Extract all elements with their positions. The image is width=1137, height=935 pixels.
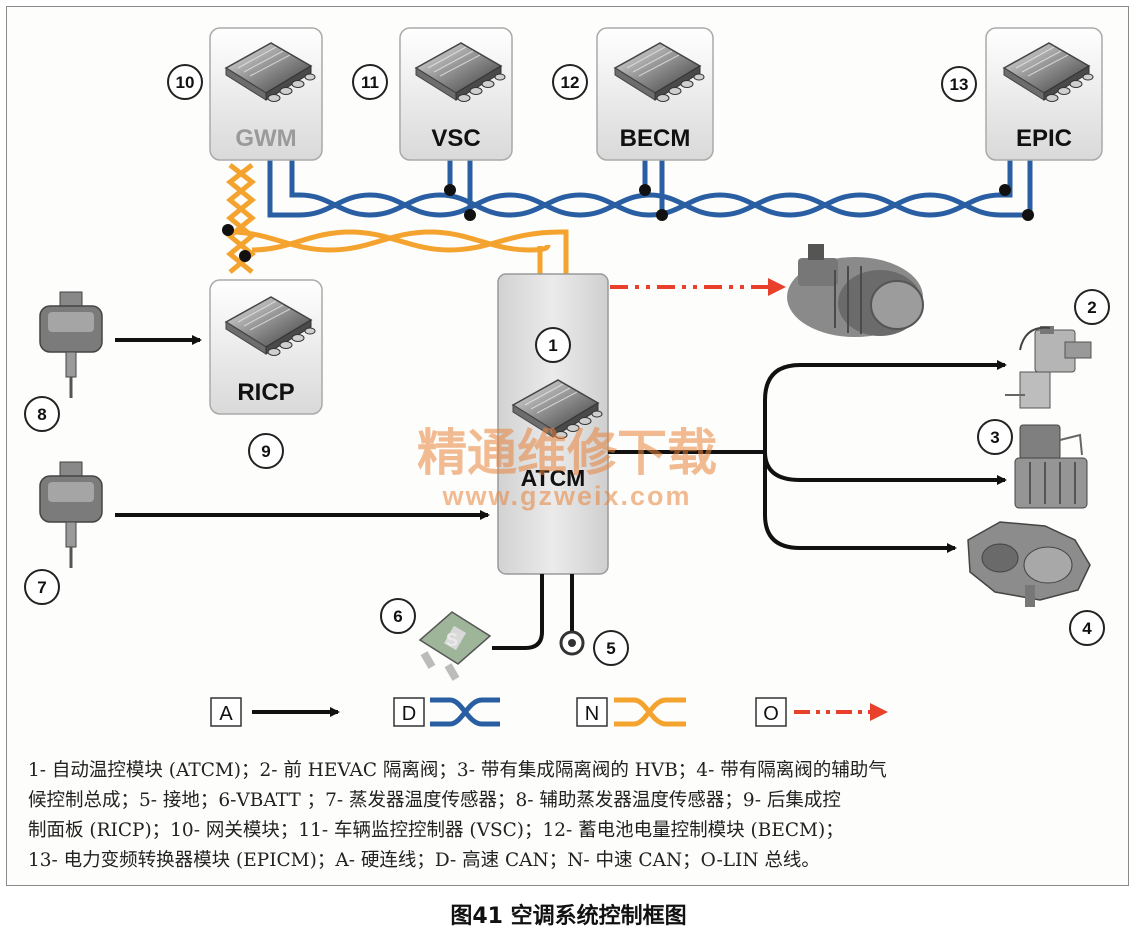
module-gwm: GWM — [209, 27, 323, 161]
module-becm-label: BECM — [620, 125, 691, 152]
module-ricp-label: RICP — [237, 379, 294, 406]
legend-line-1: 1- 自动温控模块 (ATCM)；2- 前 HEVAC 隔离阀；3- 带有集成隔… — [28, 760, 887, 781]
watermark-url: www.gzweix.com — [441, 481, 691, 511]
badge-8: 8 — [37, 405, 46, 424]
legend-hs-can-symbol — [430, 697, 500, 727]
watermark-cn: 精通维修下载 — [417, 424, 717, 482]
badge-10: 10 — [176, 73, 195, 92]
legend-a-label: A — [219, 703, 233, 725]
legend-ms-can-symbol — [614, 697, 686, 727]
hvb-image — [1014, 424, 1088, 509]
number-badge-labels: 10 11 12 13 1 2 3 4 5 6 8 9 7 — [37, 73, 1096, 658]
legend-line-2: 候控制总成；5- 接地；6-VBATT ；7- 蒸发器温度传感器；8- 辅助蒸发… — [28, 790, 841, 811]
compressor-image — [787, 244, 924, 337]
ms-can-bus — [225, 163, 569, 275]
legend-n-label: N — [585, 703, 599, 725]
hardwire-lines — [115, 335, 1007, 650]
legend-lin-arrowhead — [870, 703, 888, 721]
badge-4: 4 — [1082, 619, 1092, 638]
legend-o-label: O — [763, 703, 779, 725]
sensor-7-image — [39, 461, 103, 568]
badge-7: 7 — [37, 578, 46, 597]
module-vsc-label: VSC — [431, 125, 480, 152]
badge-1: 1 — [548, 336, 557, 355]
legend-line-4: 13- 电力变频转换器模块 (EPICM)；A- 硬连线；D- 高速 CAN；N… — [28, 850, 820, 871]
ground-terminal-icon — [559, 630, 585, 656]
legend-symbols: A D N O — [210, 697, 888, 727]
badge-11: 11 — [361, 73, 379, 92]
legend-d-label: D — [402, 703, 416, 725]
aux-climate-assembly-image — [967, 521, 1091, 607]
module-atcm-label: ATCM — [521, 465, 586, 491]
module-gwm-label: GWM — [235, 125, 296, 152]
svg-text:S: S — [446, 630, 458, 650]
front-hevac-valve-image — [1005, 326, 1092, 409]
number-badges — [24, 64, 1110, 666]
badge-5: 5 — [606, 639, 615, 658]
legend-description: 1- 自动温控模块 (ATCM)；2- 前 HEVAC 隔离阀；3- 带有集成隔… — [28, 756, 1108, 876]
module-atcm: ATCM — [497, 273, 609, 575]
figure-caption: 图41 空调系统控制框图 — [450, 904, 687, 929]
badge-9: 9 — [261, 442, 270, 461]
bus-junction-dots — [222, 184, 1034, 262]
legend-line-3: 制面板 (RICP)；10- 网关模块；11- 车辆监控控制器 (VSC)；12… — [28, 820, 844, 841]
watermark: 精通维修下载 www.gzweix.com — [417, 424, 717, 511]
module-epic: EPIC — [985, 27, 1103, 161]
badge-12: 12 — [561, 73, 580, 92]
lin-bus-line — [610, 278, 786, 296]
fuse-image: S — [418, 611, 492, 681]
module-ricp: RICP — [209, 279, 323, 415]
hs-can-bus — [267, 160, 1033, 218]
module-becm: BECM — [596, 27, 714, 161]
module-vsc: VSC — [399, 27, 513, 161]
badge-2: 2 — [1087, 298, 1096, 317]
badge-6: 6 — [393, 607, 402, 626]
badge-3: 3 — [990, 428, 999, 447]
sensor-8-image — [39, 291, 103, 398]
module-epic-label: EPIC — [1016, 125, 1072, 152]
badge-13: 13 — [950, 75, 969, 94]
